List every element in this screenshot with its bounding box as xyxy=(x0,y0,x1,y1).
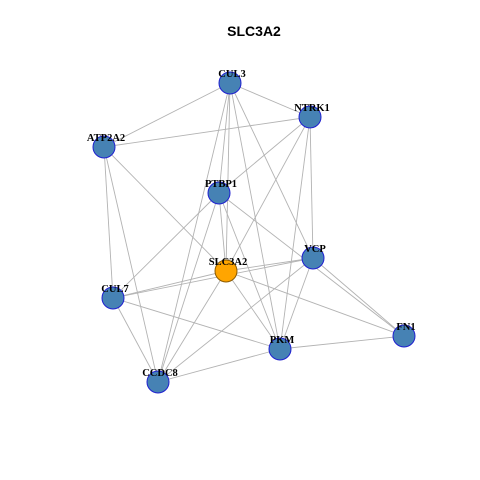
node-circle-fn1 xyxy=(392,324,416,348)
edge-cul7-ccdc8 xyxy=(112,297,159,383)
edge-pkm-ccdc8 xyxy=(157,348,281,383)
edge-slc3a2-cul7 xyxy=(112,270,227,299)
node-cul3: CUL3 xyxy=(218,69,246,95)
node-label-ntrk1: NTRK1 xyxy=(294,103,330,114)
node-circle-ptbp1 xyxy=(207,181,231,205)
node-circle-vcp xyxy=(301,246,325,270)
edge-ptbp1-ccdc8 xyxy=(157,192,220,383)
node-slc3a2: SLC3A2 xyxy=(209,257,248,283)
edge-ntrk1-atp2a2 xyxy=(103,116,311,148)
node-label-ccdc8: CCDC8 xyxy=(142,368,178,379)
node-ntrk1: NTRK1 xyxy=(294,103,330,129)
edge-ptbp1-cul7 xyxy=(112,192,220,299)
edge-pkm-fn1 xyxy=(279,335,405,350)
node-atp2a2: ATP2A2 xyxy=(87,133,125,159)
node-ccdc8: CCDC8 xyxy=(142,368,178,394)
node-cul7: CUL7 xyxy=(101,284,129,310)
edge-cul3-slc3a2 xyxy=(225,82,231,272)
edge-cul3-ptbp1 xyxy=(218,82,231,194)
node-circle-cul3 xyxy=(218,71,242,95)
node-label-ptbp1: PTBP1 xyxy=(205,179,237,190)
node-vcp: VCP xyxy=(301,244,326,270)
edge-slc3a2-fn1 xyxy=(225,270,405,337)
edge-layer xyxy=(103,82,405,383)
edge-vcp-cul7 xyxy=(112,257,314,299)
node-circle-pkm xyxy=(268,337,292,361)
edge-slc3a2-pkm xyxy=(225,270,281,350)
edge-cul3-vcp xyxy=(229,82,314,259)
edge-atp2a2-slc3a2 xyxy=(103,146,227,272)
node-label-pkm: PKM xyxy=(270,335,295,346)
edge-cul3-ccdc8 xyxy=(157,82,231,383)
node-label-slc3a2: SLC3A2 xyxy=(209,257,248,268)
edge-vcp-ccdc8 xyxy=(157,257,314,383)
edge-slc3a2-vcp xyxy=(225,257,314,272)
node-label-cul7: CUL7 xyxy=(101,284,128,295)
edge-ntrk1-vcp xyxy=(309,116,314,259)
edge-slc3a2-ccdc8 xyxy=(157,270,227,383)
node-circle-slc3a2 xyxy=(214,259,238,283)
node-label-cul3: CUL3 xyxy=(218,69,245,80)
diagram-title: SLC3A2 xyxy=(227,23,281,39)
edge-ptbp1-slc3a2 xyxy=(218,192,227,272)
edge-atp2a2-ccdc8 xyxy=(103,146,159,383)
node-label-fn1: FN1 xyxy=(396,322,415,333)
node-circle-ntrk1 xyxy=(298,105,322,129)
edge-vcp-fn1 xyxy=(312,257,405,337)
node-circle-ccdc8 xyxy=(146,370,170,394)
node-circle-cul7 xyxy=(101,286,125,310)
edge-atp2a2-cul7 xyxy=(103,146,114,299)
node-fn1: FN1 xyxy=(392,322,416,348)
node-ptbp1: PTBP1 xyxy=(205,179,237,205)
node-label-atp2a2: ATP2A2 xyxy=(87,133,125,144)
edge-cul3-atp2a2 xyxy=(103,82,231,148)
edge-vcp-pkm xyxy=(279,257,314,350)
node-label-vcp: VCP xyxy=(304,244,326,255)
edge-cul7-pkm xyxy=(112,297,281,350)
edge-ntrk1-pkm xyxy=(279,116,311,350)
node-circle-atp2a2 xyxy=(92,135,116,159)
edge-ntrk1-ptbp1 xyxy=(218,116,311,194)
edge-ntrk1-slc3a2 xyxy=(225,116,311,272)
node-pkm: PKM xyxy=(268,335,295,361)
edge-cul3-ntrk1 xyxy=(229,82,311,118)
